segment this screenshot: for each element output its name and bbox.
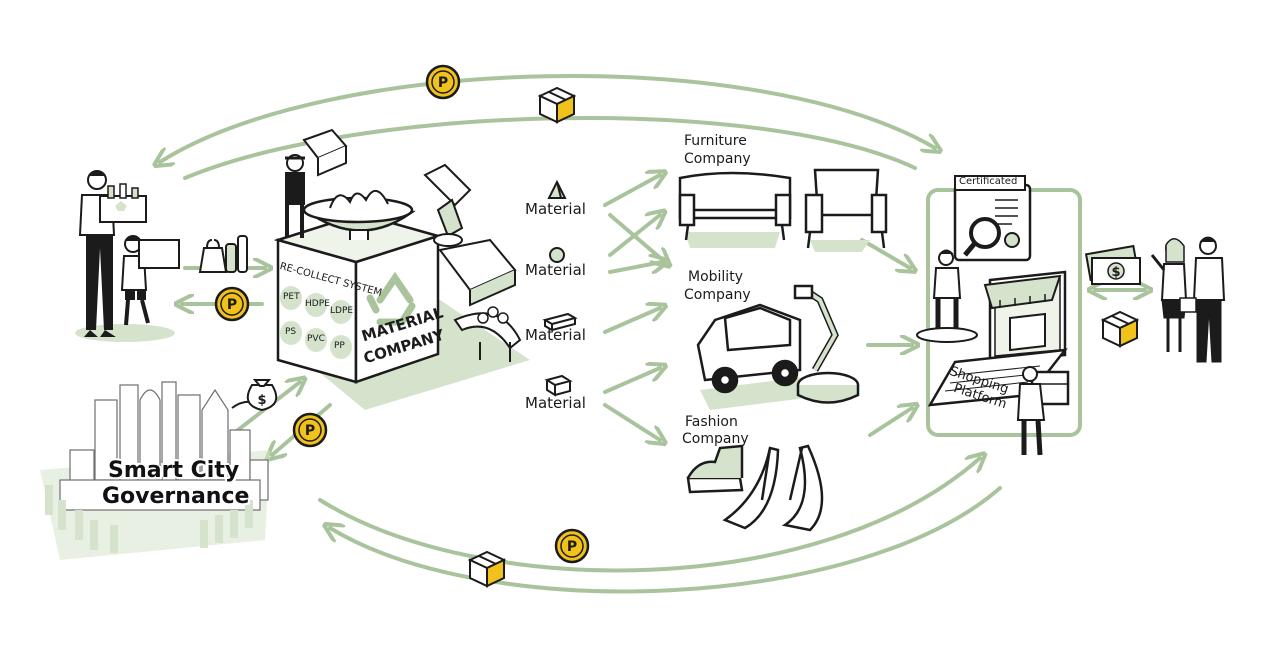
material-label-3: Material [525, 326, 586, 344]
parcel-box-icon [1100, 310, 1140, 348]
mobility-company-line1: Mobility [688, 269, 743, 285]
plastic-pp-label: PP [334, 341, 345, 351]
mobility-illustration [696, 284, 860, 410]
shopping-platform-illustration [916, 175, 1082, 456]
svg-text:P: P [567, 539, 577, 555]
fashion-company-line1: Fashion [685, 414, 738, 430]
money-bag-icon [246, 384, 278, 412]
plastic-pvc-label: PVC [307, 334, 325, 344]
parcel-box-icon [537, 86, 577, 124]
arrow-bottom-inner [330, 486, 1002, 594]
smart-city-illustration [40, 379, 278, 560]
material-label-1: Material [525, 200, 586, 218]
svg-text:P: P [305, 423, 315, 439]
arrow-furniture-platform [860, 238, 910, 268]
mobility-company-line2: Company [684, 287, 751, 303]
arrow-fashion-platform [868, 408, 912, 437]
arrow-m2-mobility [608, 262, 662, 272]
plastic-hdpe-label: HDPE [305, 299, 330, 309]
svg-text:P: P [438, 75, 448, 91]
plastic-ps-label: PS [285, 327, 297, 337]
arrow-m4-mobility [603, 368, 660, 394]
fashion-illustration [686, 444, 824, 532]
arrow-m2-furniture [608, 215, 660, 257]
material-shapes [542, 179, 578, 397]
block-material-icon [544, 374, 573, 397]
point-coin-icon: P [292, 412, 328, 448]
parcels-layer [467, 86, 1140, 588]
point-coin-icon: P [214, 286, 250, 322]
arrow-m4-fashion [603, 403, 660, 440]
family-recycling-illustration [75, 170, 248, 342]
furniture-company-line1: Furniture [684, 133, 747, 149]
fashion-company-line2: Company [682, 431, 749, 447]
customers-illustration [1084, 236, 1226, 363]
svg-text:P: P [227, 297, 237, 313]
point-coin-icon: P [554, 528, 590, 564]
material-company-illustration [273, 128, 530, 410]
plastic-pet-label: PET [283, 292, 300, 302]
furniture-illustration [678, 168, 888, 252]
certificated-badge [954, 175, 1026, 191]
material-label-2: Material [525, 261, 586, 279]
sphere-material-icon [549, 247, 565, 263]
arrow-m3-mobility [603, 308, 660, 334]
arrow-m1-mobility [608, 213, 665, 262]
parcel-box-icon [467, 550, 507, 588]
arrow-top-outer [160, 74, 935, 162]
banknote-icon: $ [1111, 265, 1120, 280]
smart-city-line2: Governance [102, 484, 250, 509]
point-coin-icon: P [425, 64, 461, 100]
furniture-company-line2: Company [684, 151, 751, 167]
plastic-ldpe-label: LDPE [330, 306, 354, 316]
material-label-4: Material [525, 394, 586, 412]
dollar-icon: $ [257, 393, 266, 408]
certificated-label: Certificated [959, 176, 1018, 187]
bar-material-icon [542, 312, 578, 332]
arrow-bottom-outer [318, 458, 980, 573]
recycle-icon [366, 271, 416, 326]
arrow-m1-furniture [603, 175, 660, 207]
smart-city-line1: Smart City [108, 458, 240, 483]
